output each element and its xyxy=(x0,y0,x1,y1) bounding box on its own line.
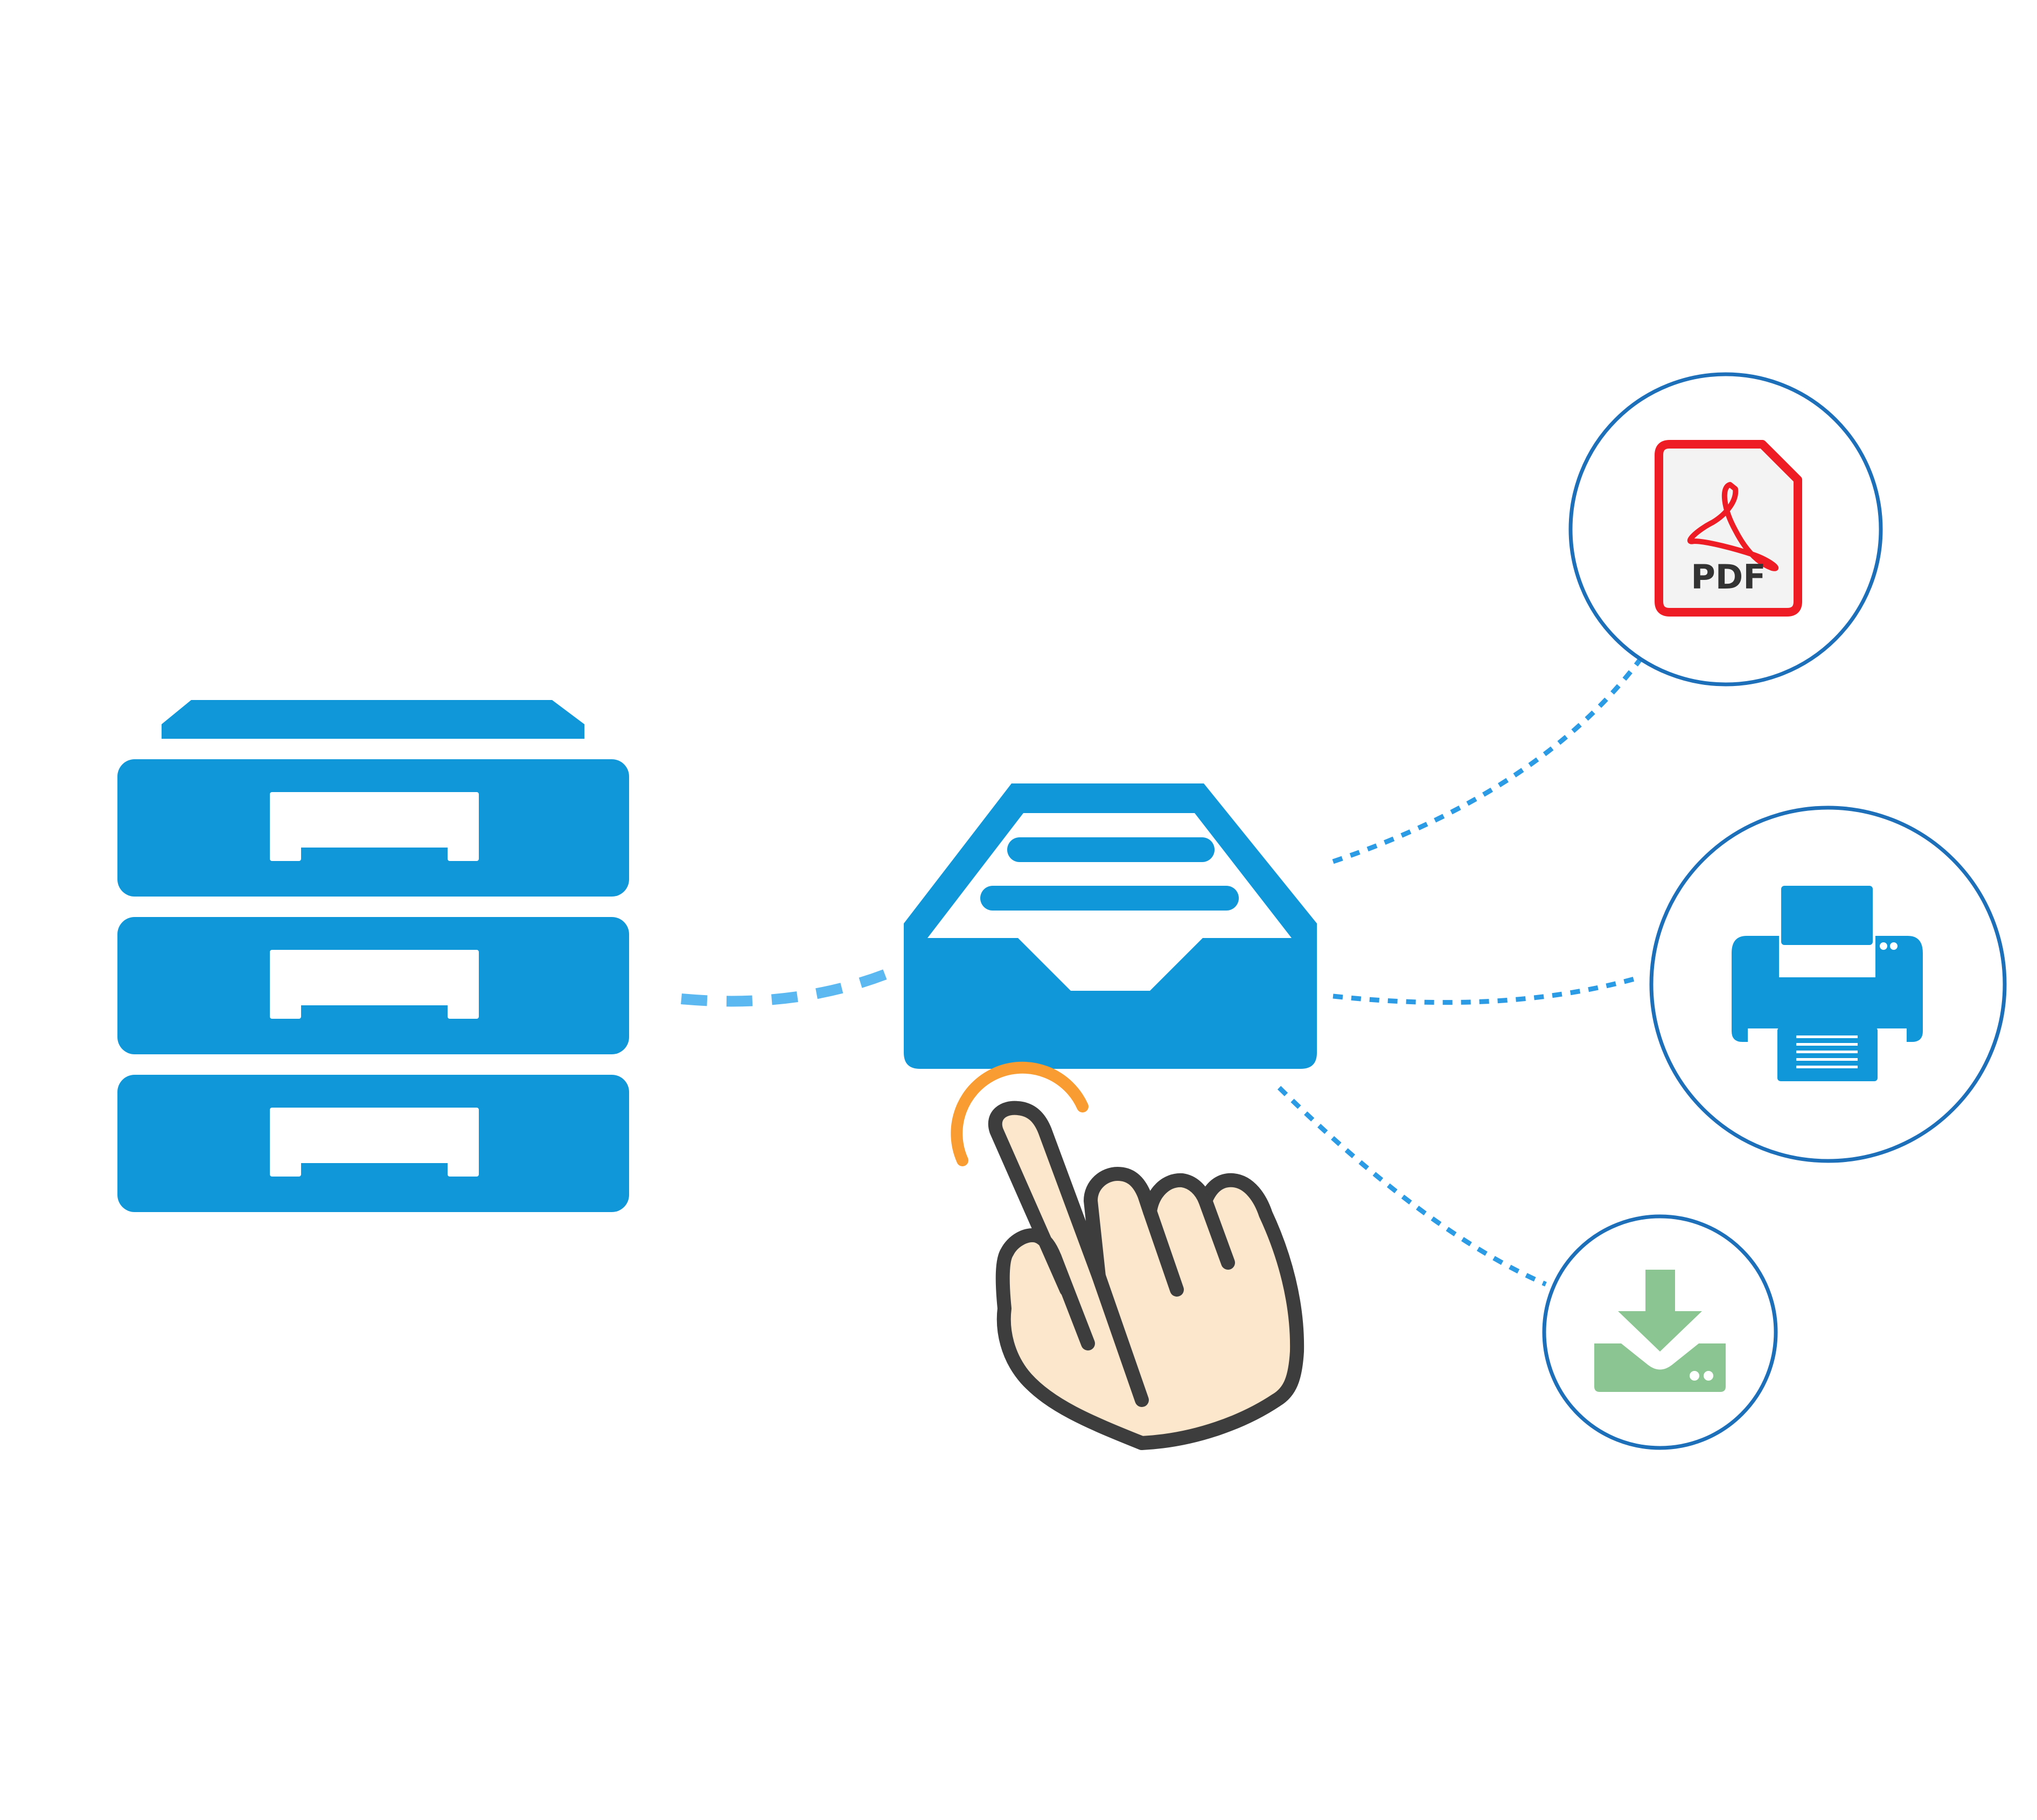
finger-crease xyxy=(1048,1250,1095,1350)
connector-tray-to-download xyxy=(1277,1086,1547,1287)
tray-document-line xyxy=(1007,837,1215,862)
finger-crease xyxy=(1092,1269,1149,1407)
drive-light xyxy=(1704,1371,1713,1381)
printer-body xyxy=(1732,936,1923,1042)
cabinet-drawer xyxy=(117,917,629,1054)
cabinet-drawer xyxy=(117,759,629,897)
drive-light xyxy=(1690,1371,1699,1381)
printer-paper-tray xyxy=(1781,886,1873,945)
printed-text-lines xyxy=(1796,1035,1858,1068)
hand-shape xyxy=(988,1101,1304,1450)
connector-tray-to-printer xyxy=(1333,975,1641,1005)
finger-crease xyxy=(1143,1205,1184,1297)
printer-light xyxy=(1880,942,1887,950)
tray-document-line xyxy=(980,886,1239,911)
output-printer xyxy=(1649,806,2007,1163)
inbox-tray-icon xyxy=(904,783,1317,1069)
download-arrow xyxy=(1618,1270,1702,1352)
tray-body xyxy=(904,783,1317,1069)
connector-cabinet-to-tray xyxy=(681,967,894,1007)
printer-light xyxy=(1890,942,1898,950)
pdf-file-icon: PDF xyxy=(1655,440,1802,617)
finger-crease xyxy=(1198,1194,1235,1270)
printer-icon xyxy=(1732,886,1923,1081)
file-cabinet-icon xyxy=(117,700,629,1212)
connector-tray-to-pdf xyxy=(1332,658,1642,864)
tap-hand-icon xyxy=(951,1061,1304,1450)
pdf-label: PDF xyxy=(1691,557,1766,597)
download-icon xyxy=(1594,1270,1726,1392)
output-download xyxy=(1542,1214,1778,1450)
output-pdf: PDF xyxy=(1568,372,1883,687)
tap-ripple xyxy=(951,1061,1089,1166)
connectors xyxy=(681,658,1642,1287)
acrobat-logo xyxy=(1687,482,1778,571)
cabinet-drawer xyxy=(117,1075,629,1212)
cabinet-top-lid xyxy=(162,700,584,739)
